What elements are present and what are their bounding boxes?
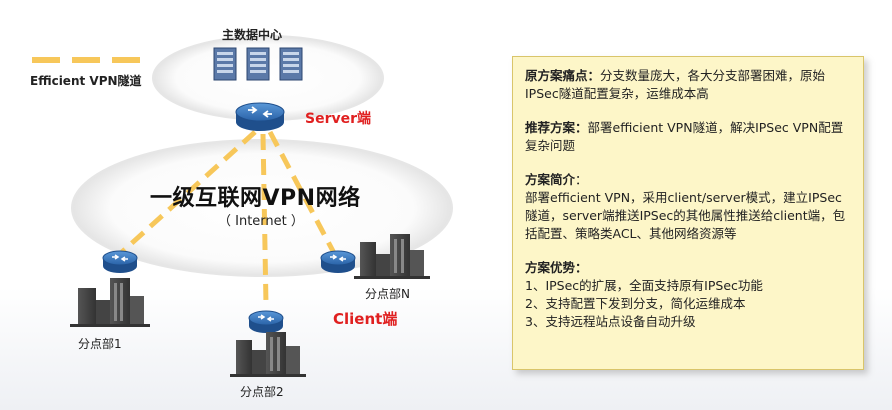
client-label: Client端 [333,310,398,328]
advantage-item: 3、支持远程站点设备自动升级 [525,314,696,329]
server-icon [246,47,270,81]
intro-section: 方案简介： 部署efficient VPN，采用client/server模式，… [525,171,853,243]
network-title: 一级互联网VPN网络 [150,186,361,211]
intro-heading: 方案简介 [525,172,576,187]
branch1-router-icon [102,250,138,273]
intro-colon: ： [575,172,588,187]
vpn-tunnels [120,130,337,306]
branchN-building-icon [354,234,430,279]
recommend-section: 推荐方案：部署efficient VPN隧道，解决IPSec VPN配置复杂问题 [525,119,853,155]
tunnel-to-branch1 [120,130,257,254]
branch1-building-icon [70,278,150,327]
pain-section: 原方案痛点：分支数量庞大，各大分支部署困难，原始IPSec隧道配置复杂，运维成本… [525,67,853,103]
advantages-heading: 方案优势： [525,260,588,275]
advantages-section: 方案优势： 1、IPSec的扩展，全面支持原有IPSec功能 2、支持配置下发到… [525,259,853,331]
server-icon [279,47,303,81]
server-router-icon [235,102,285,131]
pain-heading: 原方案痛点： [525,68,601,83]
branch1-label: 分点部1 [78,337,122,351]
tunnel-to-branchN [267,130,337,255]
advantage-item: 2、支持配置下发到分支，简化运维成本 [525,296,746,311]
branch2-router-icon [248,310,284,333]
tunnel-to-branch2 [260,133,269,306]
diagram-canvas [32,35,453,377]
branchN-label: 分点部N [365,287,410,301]
datacenter-title: 主数据中心 [222,28,283,42]
pain-text: 分支数量庞大，各大分支部署困难，原始IPSec隧道配置复杂，运维成本高 [525,68,826,101]
server-label: Server端 [305,111,372,127]
solution-panel: 原方案痛点：分支数量庞大，各大分支部署困难，原始IPSec隧道配置复杂，运维成本… [512,56,864,370]
recommend-text: 部署efficient VPN隧道，解决IPSec VPN配置复杂问题 [525,120,844,153]
network-diagram: Efficient VPN隧道 主数据中心 Server端 一级互联网VPN网络… [30,28,453,399]
branchN-router-icon [320,250,356,273]
legend-label: Efficient VPN隧道 [30,74,142,88]
advantage-item: 1、IPSec的扩展，全面支持原有IPSec功能 [525,278,763,293]
server-rack-icons [213,47,303,81]
branch2-label: 分点部2 [240,385,284,399]
intro-text: 部署efficient VPN，采用client/server模式，建立IPSe… [525,190,846,241]
network-subtitle: （ Internet ） [218,214,304,229]
server-icon [213,47,237,81]
recommend-heading: 推荐方案： [525,120,588,135]
branch2-building-icon [230,332,306,377]
